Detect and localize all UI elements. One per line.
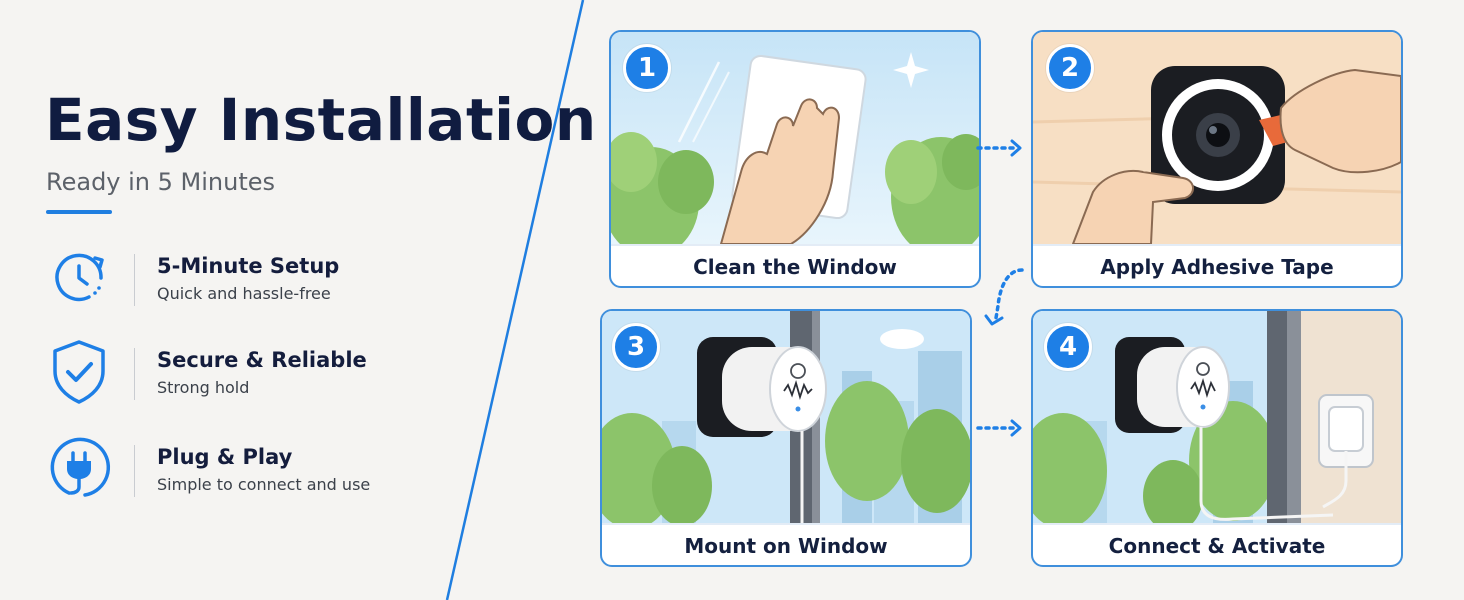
- feature-separator: [134, 254, 135, 306]
- shield-check-icon: [53, 340, 105, 404]
- page-title: Easy Installation: [45, 86, 597, 154]
- arrow-curve-down-icon: [984, 268, 1024, 326]
- step-number-badge: 2: [1046, 44, 1094, 92]
- feature-secure: Secure & Reliable Strong hold: [45, 338, 525, 408]
- feature-separator: [134, 348, 135, 400]
- feature-title: Secure & Reliable: [157, 348, 367, 372]
- clock-icon: [55, 253, 104, 302]
- step-card-clean-window: Clean the Window: [609, 30, 981, 288]
- info-panel: Easy Installation Ready in 5 Minutes 5-M…: [45, 0, 596, 600]
- feature-plug: Plug & Play Simple to connect and use: [45, 435, 525, 505]
- page-subtitle: Ready in 5 Minutes: [46, 168, 276, 196]
- clean-window-illustration: [611, 32, 979, 244]
- step-card-adhesive: Apply Adhesive Tape: [1031, 30, 1403, 288]
- feature-description: Simple to connect and use: [157, 475, 371, 494]
- step-label: Connect & Activate: [1033, 523, 1401, 565]
- mount-window-illustration: [602, 311, 970, 523]
- step-number-badge: 3: [612, 323, 660, 371]
- feature-separator: [134, 445, 135, 497]
- step-card-mount: Mount on Window: [600, 309, 972, 567]
- plug-icon: [50, 437, 111, 497]
- step-card-connect: Connect & Activate: [1031, 309, 1403, 567]
- step-label: Clean the Window: [611, 244, 979, 286]
- feature-description: Strong hold: [157, 378, 250, 397]
- adhesive-tape-illustration: [1033, 32, 1401, 244]
- step-label: Mount on Window: [602, 523, 970, 565]
- feature-title: 5-Minute Setup: [157, 254, 340, 278]
- connect-activate-illustration: [1033, 311, 1401, 523]
- subtitle-underline: [46, 210, 112, 214]
- step-number-badge: 4: [1044, 323, 1092, 371]
- feature-title: Plug & Play: [157, 445, 293, 469]
- step-number-badge: 1: [623, 44, 671, 92]
- step-label: Apply Adhesive Tape: [1033, 244, 1401, 286]
- arrow-right-icon: [976, 419, 1022, 437]
- feature-setup: 5-Minute Setup Quick and hassle-free: [45, 244, 525, 314]
- feature-description: Quick and hassle-free: [157, 284, 331, 303]
- arrow-right-icon: [976, 139, 1022, 157]
